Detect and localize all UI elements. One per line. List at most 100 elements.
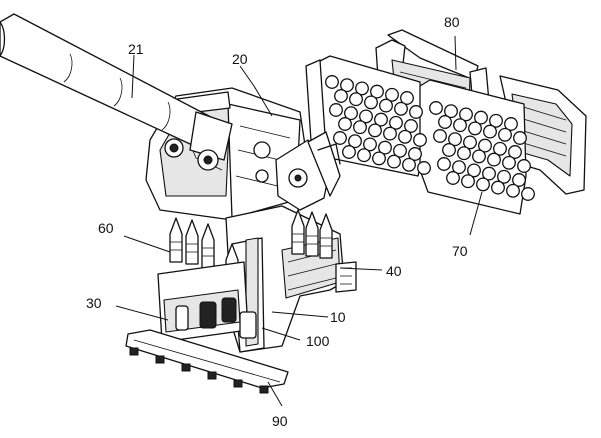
tube-cell [429,101,443,115]
tube-cell [413,133,427,147]
tube-cell [493,141,507,156]
tube-cell [394,101,408,116]
tube-cell [468,121,482,136]
tube-cell [506,183,520,198]
tube-cell [498,127,512,142]
rail-foot [129,347,139,356]
tube-cell [502,155,516,170]
projectile-band [306,235,318,245]
tube-cell [359,109,373,124]
tube-cell [463,135,477,150]
projectile [305,211,319,257]
tube-cell [378,140,392,155]
charge-stand [157,261,257,343]
tube-cell [383,126,397,141]
tube-cell [461,174,475,189]
tube-cell [372,151,386,166]
tube-cell [459,107,473,122]
tube-cell [393,143,407,158]
label-100: 100 [306,333,330,349]
rail-foot [155,355,165,364]
label-20: 20 [232,51,248,67]
tube-cell [504,117,518,131]
tube-cell [444,104,458,119]
rail-foot [181,363,191,372]
tube-cell [379,98,393,113]
tube-cell [487,152,501,167]
tube-cell [402,157,416,172]
tube-cell [338,117,352,131]
projectile-band [202,247,214,257]
tube-cell [453,118,467,133]
label-10: 10 [330,309,346,325]
rail-foot [207,371,217,380]
rail-foot [233,379,243,388]
tube-cell [521,187,535,201]
projectile-band [292,233,304,243]
projectile-band [320,237,332,247]
tube-cell [385,87,399,102]
tube-cell [329,103,343,117]
magazine-assembly [305,29,587,215]
tube-cell [483,124,497,139]
label-30: 30 [86,295,102,311]
base-rail [125,329,289,394]
tube-cell [457,146,471,161]
ammunition-rounds [169,209,333,289]
label-70: 70 [452,243,468,259]
tube-cell [357,148,371,163]
projectile-band [186,243,198,253]
tube-cell [349,92,363,107]
label-90: 90 [272,413,288,429]
label-21: 21 [128,41,144,57]
tube-cell [442,143,456,157]
tube-cell [417,161,431,175]
leader-lines [115,35,483,407]
tube-cell [368,123,382,138]
tube-cell [438,115,452,129]
projectile [201,223,215,269]
tube-cell [472,149,486,164]
rail-foot [259,385,269,394]
tube-cell [446,171,460,185]
magazine-tube-cells [325,75,535,201]
tube-cell [344,106,358,121]
tube-cell [387,154,401,169]
tube-cell [333,131,347,145]
tube-cell [400,91,414,105]
reference-numerals: 21 20 80 60 40 70 30 10 100 90 [86,14,468,429]
tube-cell [363,137,377,152]
tube-cell [389,115,403,130]
tube-cell [404,119,418,133]
tube-cell [489,113,503,128]
label-80: 80 [444,14,460,30]
tube-cell [374,112,388,127]
tube-cell [408,147,422,161]
label-40: 40 [386,263,402,279]
projectile-band [170,241,182,251]
tube-cell [342,145,356,159]
projectile [291,209,305,255]
tube-cell [452,160,466,175]
tube-cell [334,89,348,103]
tube-cell [467,163,481,178]
tube-cell [370,84,384,99]
tube-cell [353,120,367,135]
tube-cell [398,129,412,144]
tube-cell [482,166,496,181]
tube-cell [491,180,505,195]
tube-cell [340,78,354,93]
tube-cell [355,81,369,96]
tube-cell [497,169,511,184]
tube-cell [433,129,447,143]
tube-cell [513,131,527,145]
tube-cell [325,75,339,89]
projectile [169,217,183,263]
tube-cell [437,157,451,171]
tube-cell [478,138,492,153]
tube-cell [448,132,462,147]
projectile [185,219,199,265]
tube-cell [348,134,362,149]
tube-cell [409,105,423,119]
